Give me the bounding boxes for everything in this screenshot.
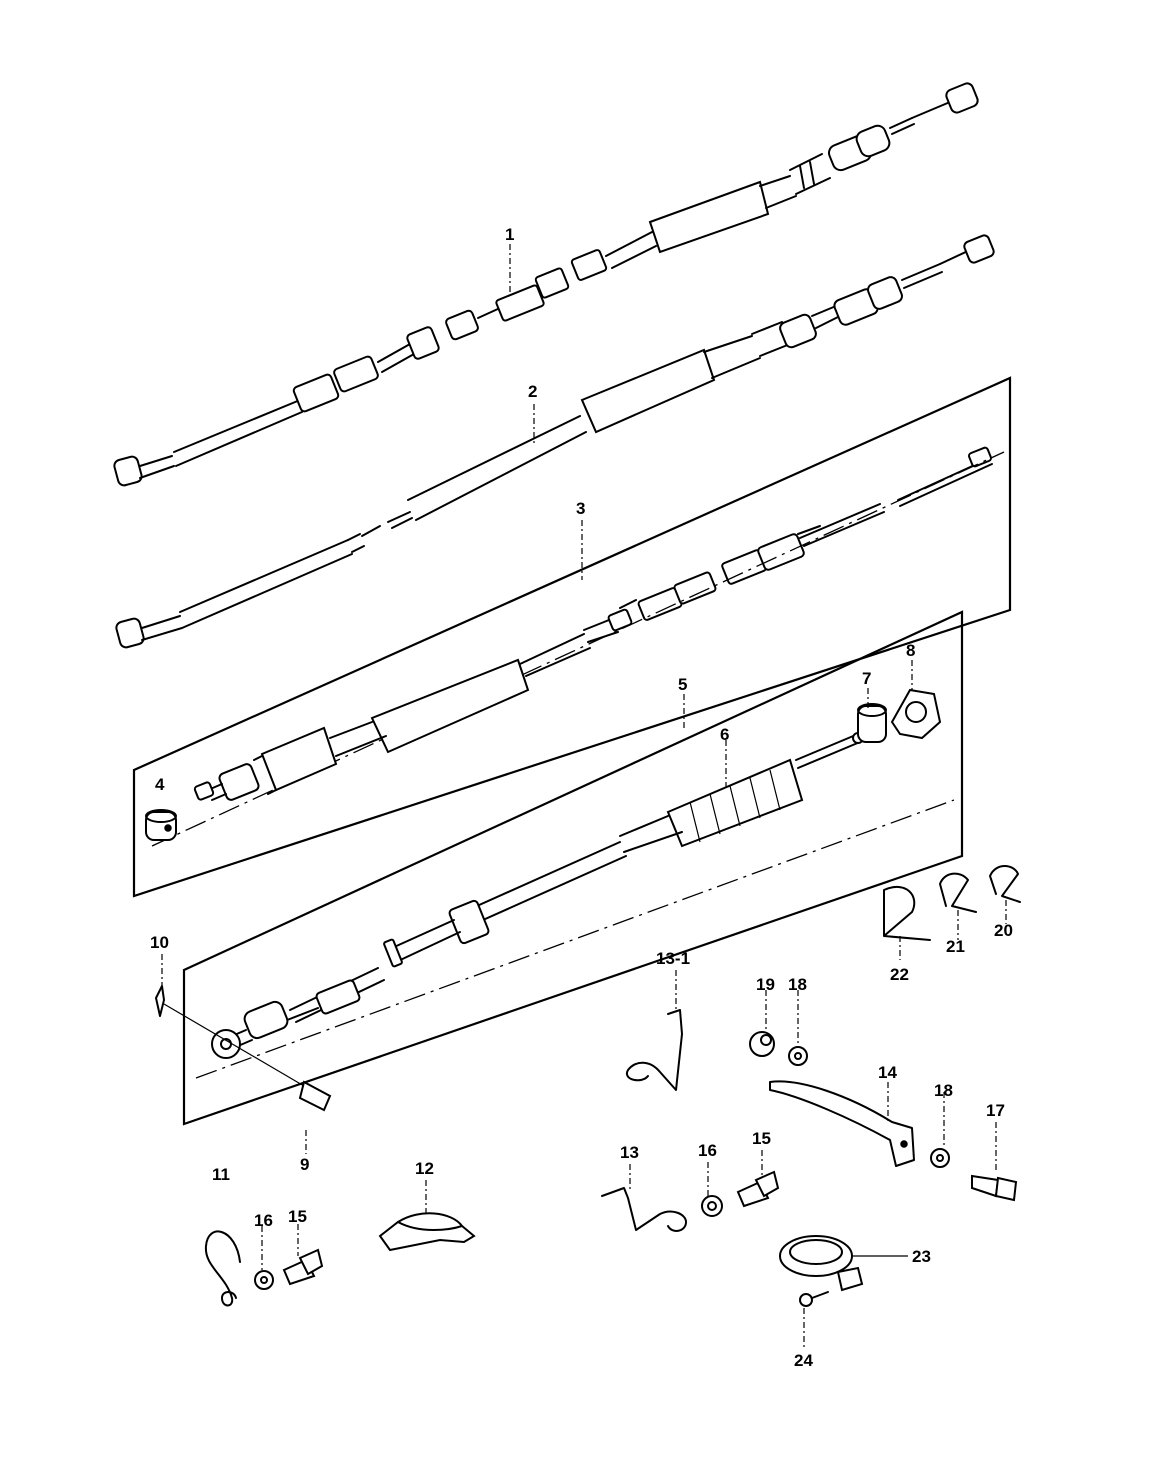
callout-13: 13 <box>620 1143 639 1162</box>
callout-16-mid: 16 <box>698 1141 717 1160</box>
cable-2 <box>115 234 995 649</box>
part-17-bolt <box>971 1174 1018 1202</box>
part-12-clamp <box>378 1212 476 1252</box>
part-13-1-wire-spring <box>625 1009 683 1091</box>
part-16-washer-mid <box>701 1195 723 1217</box>
inner-cable-lower <box>211 841 627 1059</box>
callout-6: 6 <box>720 725 729 744</box>
cable-2-left-end <box>115 525 381 649</box>
callout-14: 14 <box>878 1063 897 1082</box>
callout-18-top: 18 <box>788 975 807 994</box>
part-15-bolt-left <box>282 1248 324 1286</box>
assembly-frame-inner <box>182 610 964 1126</box>
callout-23: 23 <box>912 1247 931 1266</box>
callout-17: 17 <box>986 1101 1005 1120</box>
leader-lines <box>161 244 1007 1348</box>
part-20-cable-clip <box>989 865 1021 903</box>
callout-2: 2 <box>528 382 537 401</box>
callout-5: 5 <box>678 675 687 694</box>
cable-1-inner-section <box>445 249 608 341</box>
callout-21: 21 <box>946 937 965 956</box>
callout-12: 12 <box>415 1159 434 1178</box>
cable-1-left-end <box>113 326 440 487</box>
callout-11: 11 <box>212 1165 230 1184</box>
callout-10: 10 <box>150 933 169 952</box>
part-18-washer-top <box>788 1046 808 1066</box>
callout-24: 24 <box>794 1351 813 1370</box>
part-14-stay-bracket <box>769 1080 915 1167</box>
part-9-clevis-pin <box>163 1003 332 1112</box>
callout-22: 22 <box>890 965 909 984</box>
cable-1 <box>113 82 979 487</box>
part-21-cable-clip <box>939 872 977 913</box>
callout-15-mid: 15 <box>752 1129 771 1148</box>
callout-9: 9 <box>300 1155 309 1174</box>
part-23-hose-clamp <box>779 1235 864 1292</box>
callout-4: 4 <box>155 775 165 794</box>
part-18-washer-right <box>930 1148 950 1168</box>
part-19-nut <box>749 1031 775 1057</box>
cable-2-inner-section <box>387 234 995 529</box>
callout-labels: 1 2 3 4 5 6 7 8 9 10 11 12 13 13-1 14 15… <box>150 225 1013 1370</box>
cable-1-right-section <box>605 82 979 269</box>
callout-8: 8 <box>906 641 915 660</box>
part-22-cable-clip <box>883 885 931 941</box>
cable-3 <box>619 446 993 621</box>
callout-18-right: 18 <box>934 1081 953 1100</box>
part-8-cap <box>890 688 942 740</box>
part-24-screw <box>799 1291 829 1307</box>
callout-20: 20 <box>994 921 1013 940</box>
part-11-spring-clip <box>204 1230 241 1307</box>
callout-15-left: 15 <box>288 1207 307 1226</box>
part-10-cotter-pin <box>155 985 165 1017</box>
part-13-bracket-spring <box>601 1187 687 1232</box>
callout-19: 19 <box>756 975 775 994</box>
callout-3: 3 <box>576 499 585 518</box>
part-4-adjuster-nut <box>145 809 177 841</box>
callout-7: 7 <box>862 669 871 688</box>
callout-16-left: 16 <box>254 1211 273 1230</box>
cable-5-housing <box>193 608 633 801</box>
callout-13-1: 13-1 <box>656 949 690 968</box>
assembly-frame-outer <box>132 376 1012 898</box>
part-7-sleeve <box>857 703 887 743</box>
part-15-bolt-mid <box>736 1170 780 1208</box>
part-6-rubber-boot <box>619 732 864 853</box>
callout-1: 1 <box>505 225 514 244</box>
part-16-washer-left <box>254 1270 274 1290</box>
